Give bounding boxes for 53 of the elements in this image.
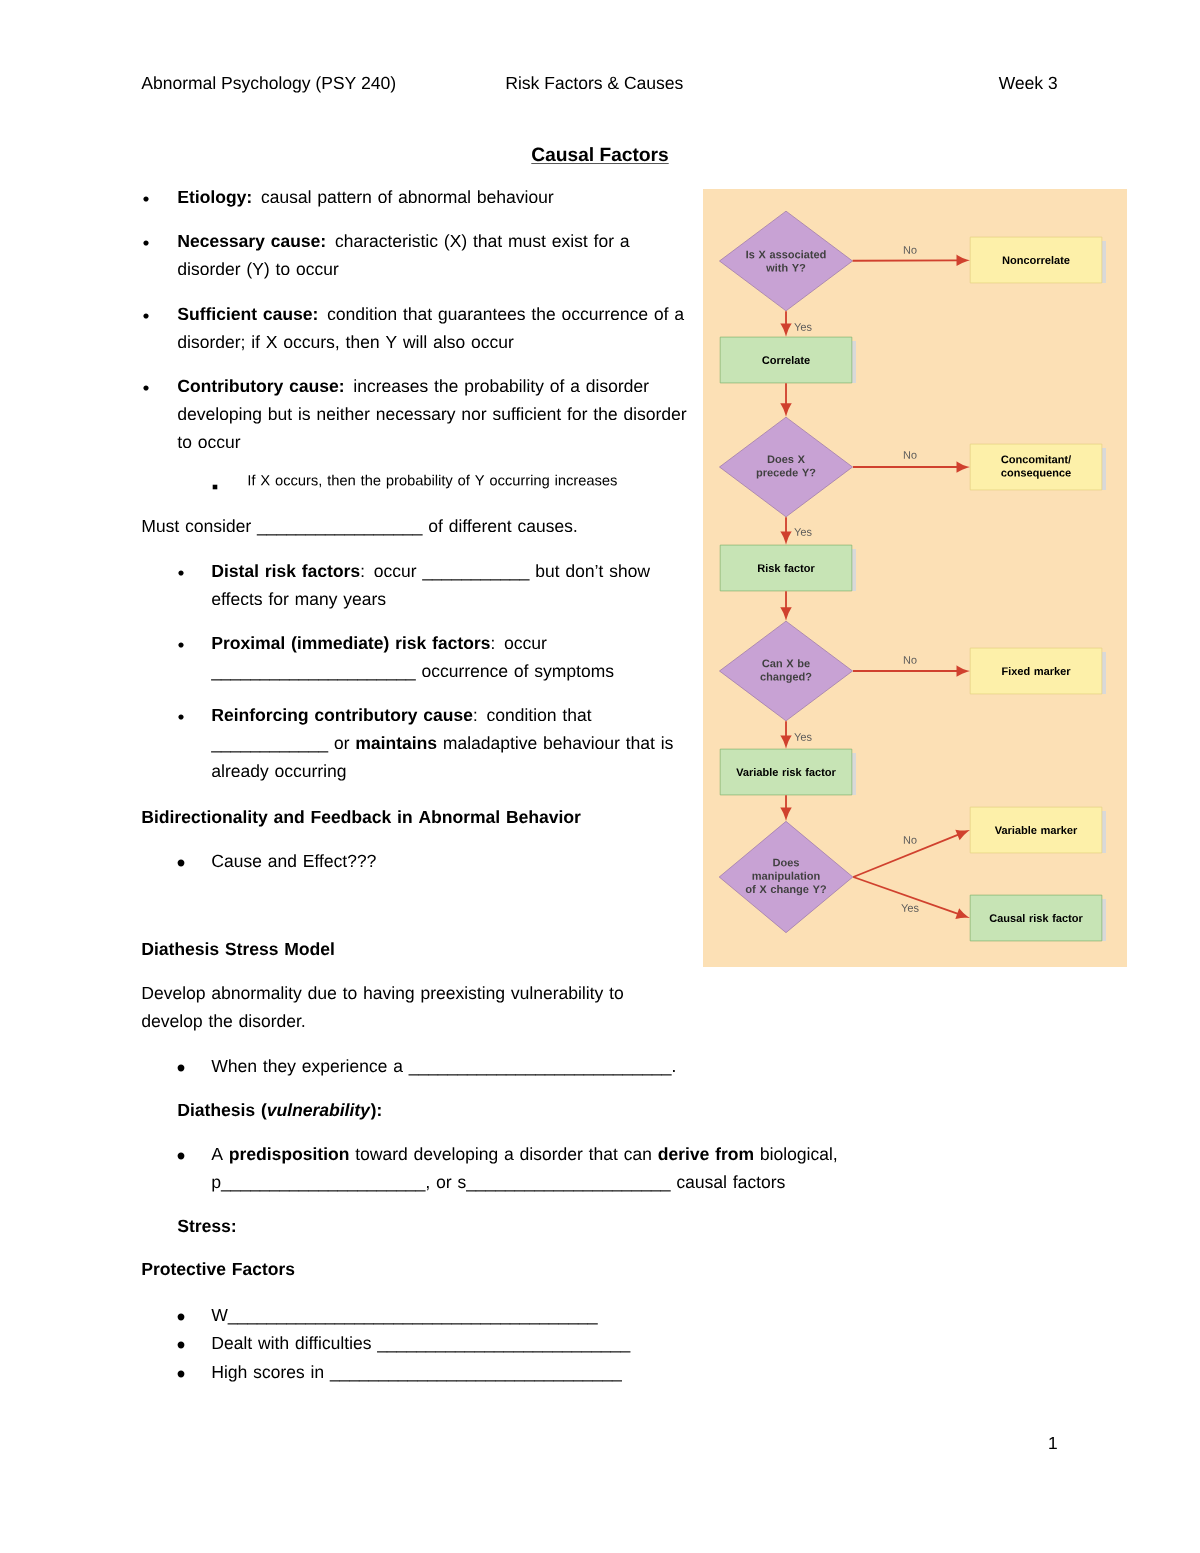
text: W______________________________________ xyxy=(211,1308,598,1325)
text: Week 3 xyxy=(998,76,1057,90)
text: Contributory cause: increases the probability of a disorder developing but is neither necessary nor sufficient for the disorder to occur xyxy=(177,379,687,449)
arrow xyxy=(852,666,968,677)
edge-label: Yes xyxy=(792,526,814,538)
result-box: Correlate xyxy=(719,336,853,384)
text: Must consider _________________ of different causes. xyxy=(142,519,577,536)
text: High scores in ______________________________ xyxy=(212,1365,623,1382)
text: Dealt with difficulties __________________________ xyxy=(212,1336,631,1353)
text: Cause and Effect??? xyxy=(212,854,376,868)
text: Etiology: causal pattern of abnormal behaviour xyxy=(178,190,554,207)
text: 1 xyxy=(1049,1436,1057,1449)
result-box: Variable risk factor xyxy=(719,748,853,796)
text: Diathesis Stress Model xyxy=(142,942,334,956)
result-box: Causal risk factor xyxy=(969,894,1103,942)
arrow xyxy=(851,255,968,266)
text: When they experience a ___________________________. xyxy=(211,1059,675,1076)
edge-label: Yes xyxy=(899,902,921,914)
arrow xyxy=(852,462,968,473)
arrow xyxy=(852,829,968,878)
arrow xyxy=(781,720,792,747)
result-box: Variable marker xyxy=(969,806,1103,854)
edge-label: Yes xyxy=(792,731,814,743)
text: If X occurs, then the probability of Y occurring increases xyxy=(248,474,617,489)
text: Necessary cause: characteristic (X) that must exist for a disorder (Y) to occur xyxy=(178,234,630,279)
text: Protective Factors xyxy=(142,1262,295,1276)
edge-label: Yes xyxy=(792,321,814,333)
text: Develop abnormality due to having preexisting vulnerability to develop the disorder. xyxy=(142,986,623,1031)
arrow xyxy=(852,876,968,919)
text: Bidirectionality and Feedback in Abnormal Behavior xyxy=(142,810,581,827)
arrow xyxy=(781,310,792,335)
text: Proximal (immediate) risk factors: occur _____________________ occurrence of symptoms xyxy=(211,636,614,681)
edge-label: No xyxy=(901,834,919,846)
text: Distal risk factors: occur ___________ but don’t show effects for many years xyxy=(212,564,651,609)
edge-label: No xyxy=(901,449,919,461)
edge-label: No xyxy=(901,654,919,666)
arrow xyxy=(781,590,792,619)
result-box: Risk factor xyxy=(719,544,853,592)
text: A predisposition toward developing a disorder that can derive from biological, p_____________________, or s_____________________ causal factors xyxy=(211,1147,837,1192)
text: Stress: xyxy=(177,1219,235,1233)
text: Diathesis (vulnerability): xyxy=(178,1103,381,1120)
result-box: Fixed marker xyxy=(969,647,1103,695)
arrow xyxy=(781,516,792,543)
result-box: Concomitant/ consequence xyxy=(969,443,1103,491)
text: Abnormal Psychology (PSY 240) xyxy=(141,76,396,93)
text: Sufficient cause: condition that guarantees the occurrence of a disorder; if X occurs, then Y will also occur xyxy=(177,307,685,351)
arrow xyxy=(781,794,792,819)
edge-label: No xyxy=(901,244,919,256)
arrow xyxy=(781,382,792,415)
text: Reinforcing contributory cause: condition that ____________ or maintains maladaptive behaviour that is already occurring xyxy=(211,708,673,781)
title: Causal Factors xyxy=(530,147,670,164)
result-box: Noncorrelate xyxy=(969,236,1103,284)
text: Risk Factors & Causes xyxy=(506,76,683,90)
